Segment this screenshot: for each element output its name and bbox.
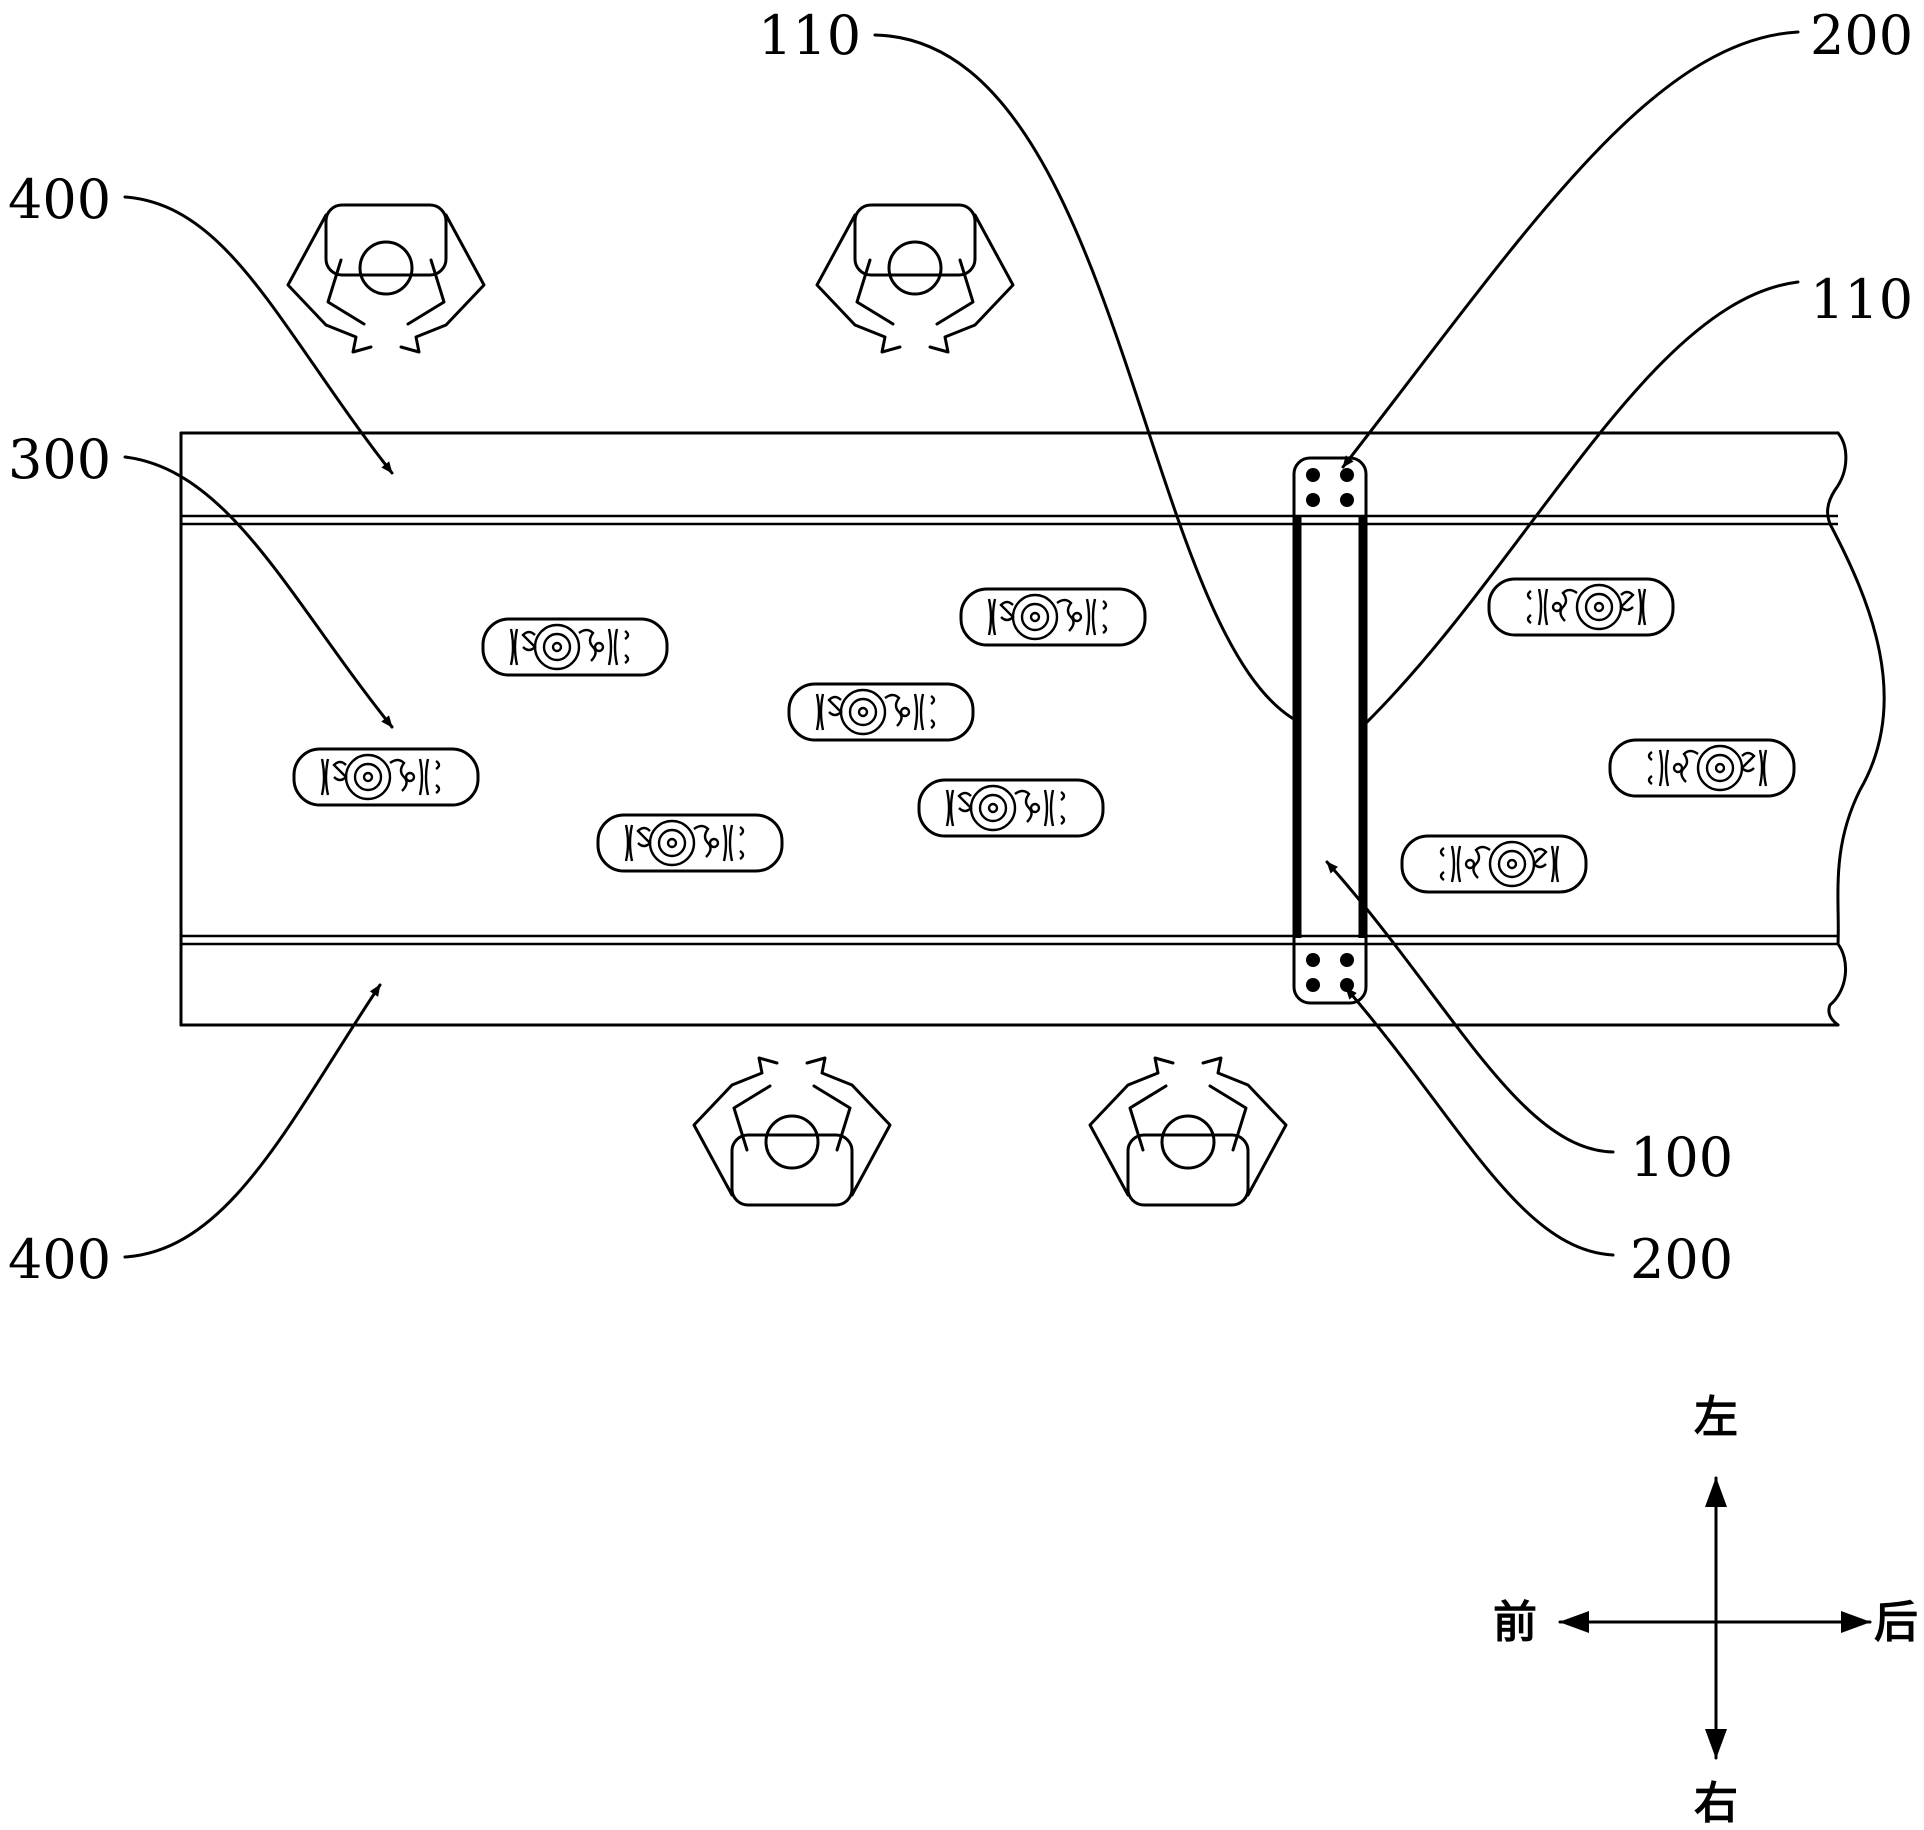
- workpiece: [789, 684, 973, 740]
- conveyor: [181, 433, 1884, 1025]
- label-200-top: 200: [1810, 4, 1913, 67]
- workpiece: [1610, 740, 1794, 796]
- direction-compass: 左 右 前 后: [1493, 1392, 1918, 1829]
- direction-down: 右: [1694, 1778, 1738, 1829]
- label-100: 100: [1630, 1126, 1733, 1189]
- robot-top-right: [817, 205, 1013, 352]
- robot-top-left: [288, 205, 484, 352]
- label-110-top: 110: [758, 4, 861, 67]
- label-300: 300: [8, 428, 111, 491]
- direction-up: 左: [1694, 1392, 1738, 1443]
- label-400-bottom: 400: [8, 1228, 111, 1291]
- label-110-right: 110: [1810, 268, 1913, 331]
- workpiece: [1489, 579, 1673, 635]
- workpiece: [919, 780, 1103, 836]
- workpiece: [1402, 836, 1586, 892]
- clamp-bottom: [1306, 953, 1354, 992]
- robot-bottom-right: [1090, 1058, 1286, 1205]
- leader-lines: [125, 32, 1798, 1257]
- clamp-top: [1306, 468, 1354, 507]
- workpiece: [483, 619, 667, 675]
- workpiece: [598, 815, 782, 871]
- label-400-top: 400: [8, 168, 111, 231]
- workpiece: [294, 749, 478, 805]
- direction-right: 后: [1874, 1597, 1918, 1648]
- detection-frame: [1294, 458, 1366, 1003]
- direction-left: 前: [1493, 1597, 1537, 1648]
- workpiece: [961, 589, 1145, 645]
- robot-bottom-left: [694, 1058, 890, 1205]
- label-200-bottom: 200: [1630, 1228, 1733, 1291]
